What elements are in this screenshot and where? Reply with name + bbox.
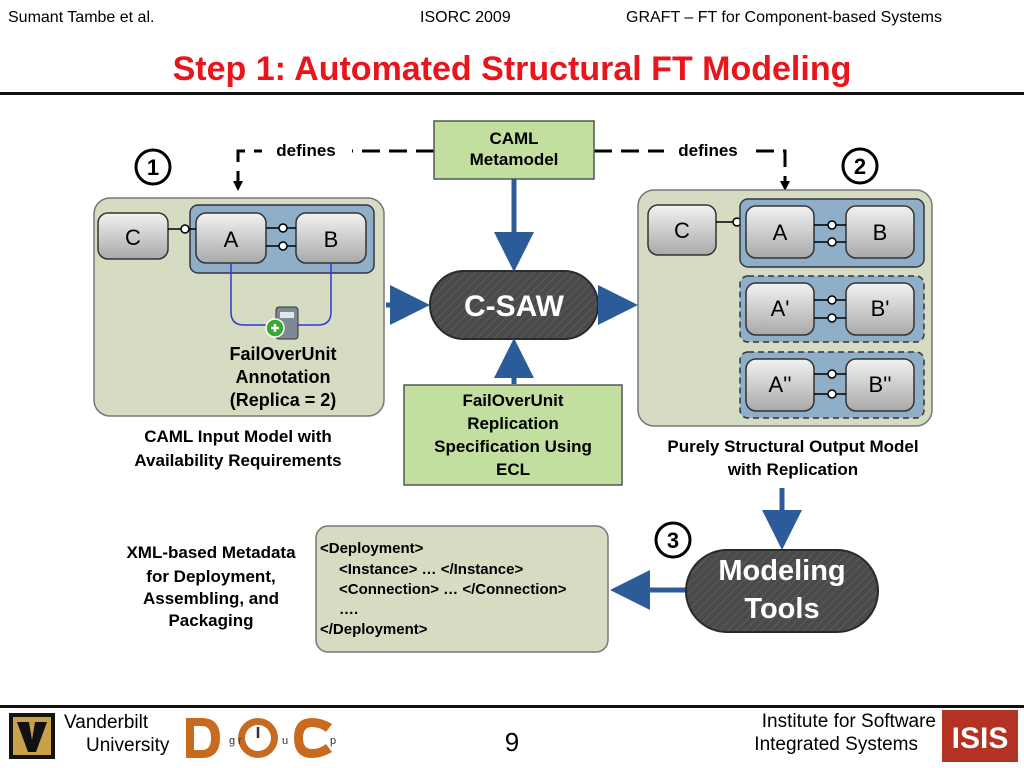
slide-title: Step 1: Automated Structural FT Modeling (172, 50, 852, 88)
xml-caption-line-1: XML-based Metadata (126, 543, 296, 562)
modeling-tools-node: Modeling Tools (685, 549, 879, 633)
out-component-a-label: A (773, 220, 788, 245)
metamodel-line-1: CAML (489, 129, 538, 148)
component-a-label: A (224, 227, 239, 252)
xml-line-3: <Connection> … </Connection> (339, 581, 567, 598)
vanderbilt-logo (9, 713, 55, 759)
xml-line-2: <Instance> … </Instance> (339, 561, 523, 578)
xml-line-4: …. (339, 601, 358, 618)
out-component-b-label: B (873, 220, 888, 245)
page-number: 9 (504, 727, 520, 757)
xml-caption-line-3: Assembling, and (143, 589, 279, 608)
xml-line-5: </Deployment> (320, 621, 428, 638)
annotation-icon (265, 306, 299, 340)
metamodel-line-2: Metamodel (470, 150, 559, 169)
annotation-line-2: Annotation (236, 367, 331, 387)
defines-label-right: defines (678, 141, 738, 160)
vanderbilt-line-1: Vanderbilt (64, 712, 149, 733)
flow-arrows (386, 179, 802, 610)
step-2-badge: 2 (841, 147, 879, 185)
caml-metamodel-box: CAML Metamodel (433, 120, 595, 180)
vanderbilt-line-2: University (86, 735, 170, 756)
xml-caption-line-4: Packaging (168, 611, 253, 630)
doc-group-logo: g r u p (186, 718, 336, 758)
output-model-panel: C A B A' B' A'' B'' (637, 189, 933, 427)
component-c-label: C (125, 225, 141, 250)
csaw-node: C-SAW (429, 270, 599, 340)
step-3-badge: 3 (654, 521, 692, 559)
spec-line-3: Specification Using (434, 437, 592, 456)
output-caption-line-1: Purely Structural Output Model (667, 437, 918, 456)
out-component-c (647, 204, 717, 256)
spec-line-2: Replication (467, 414, 559, 433)
out-component-a2-label: A'' (768, 372, 791, 397)
isis-line-1: Institute for Software (761, 711, 936, 732)
step-1-badge: 1 (134, 148, 172, 186)
xml-metadata-box: <Deployment> <Instance> … </Instance> <C… (315, 525, 609, 653)
component-b-label: B (324, 227, 339, 252)
defines-label-left: defines (276, 141, 336, 160)
tools-line-2: Tools (744, 593, 819, 625)
header-conference: ISORC 2009 (420, 9, 511, 26)
xml-line-1: <Deployment> (320, 540, 424, 557)
doc-letter-u: u (282, 735, 288, 747)
doc-letter-r: r (238, 735, 242, 747)
doc-letter-p: p (330, 735, 336, 747)
input-caption-line-1: CAML Input Model with (144, 427, 332, 446)
input-model-panel: C A B FailOverUnit Annotation (Replica =… (93, 197, 385, 417)
output-caption-line-2: with Replication (727, 460, 858, 479)
footer-rule (0, 705, 1024, 708)
xml-caption-line-2: for Deployment, (146, 567, 275, 586)
csaw-label: C-SAW (464, 290, 565, 323)
out-component-b1-label: B' (871, 296, 890, 321)
title-rule (0, 92, 1024, 95)
out-component-c-label: C (674, 218, 690, 243)
out-component-b2-label: B'' (868, 372, 891, 397)
svg-text:3: 3 (667, 528, 679, 553)
out-component-a1-label: A' (771, 296, 790, 321)
header-topic: GRAFT – FT for Component-based Systems (626, 9, 942, 26)
component-c (97, 212, 169, 260)
defines-connector-right (594, 149, 790, 191)
replication-spec-box: FailOverUnit Replication Specification U… (403, 384, 623, 486)
spec-line-1: FailOverUnit (462, 391, 563, 410)
isis-logo-text: ISIS (952, 722, 1009, 755)
tools-line-1: Modeling (718, 555, 845, 587)
annotation-line-1: FailOverUnit (229, 344, 336, 364)
spec-line-4: ECL (496, 460, 530, 479)
isis-line-2: Integrated Systems (754, 734, 918, 755)
doc-letter-g: g (229, 735, 235, 747)
svg-text:1: 1 (147, 155, 159, 180)
defines-connector-left (233, 149, 434, 191)
input-caption-line-2: Availability Requirements (134, 451, 341, 470)
header-author: Sumant Tambe et al. (8, 9, 155, 26)
annotation-line-3: (Replica = 2) (230, 390, 337, 410)
svg-text:2: 2 (854, 154, 866, 179)
isis-logo: ISIS (942, 710, 1018, 762)
